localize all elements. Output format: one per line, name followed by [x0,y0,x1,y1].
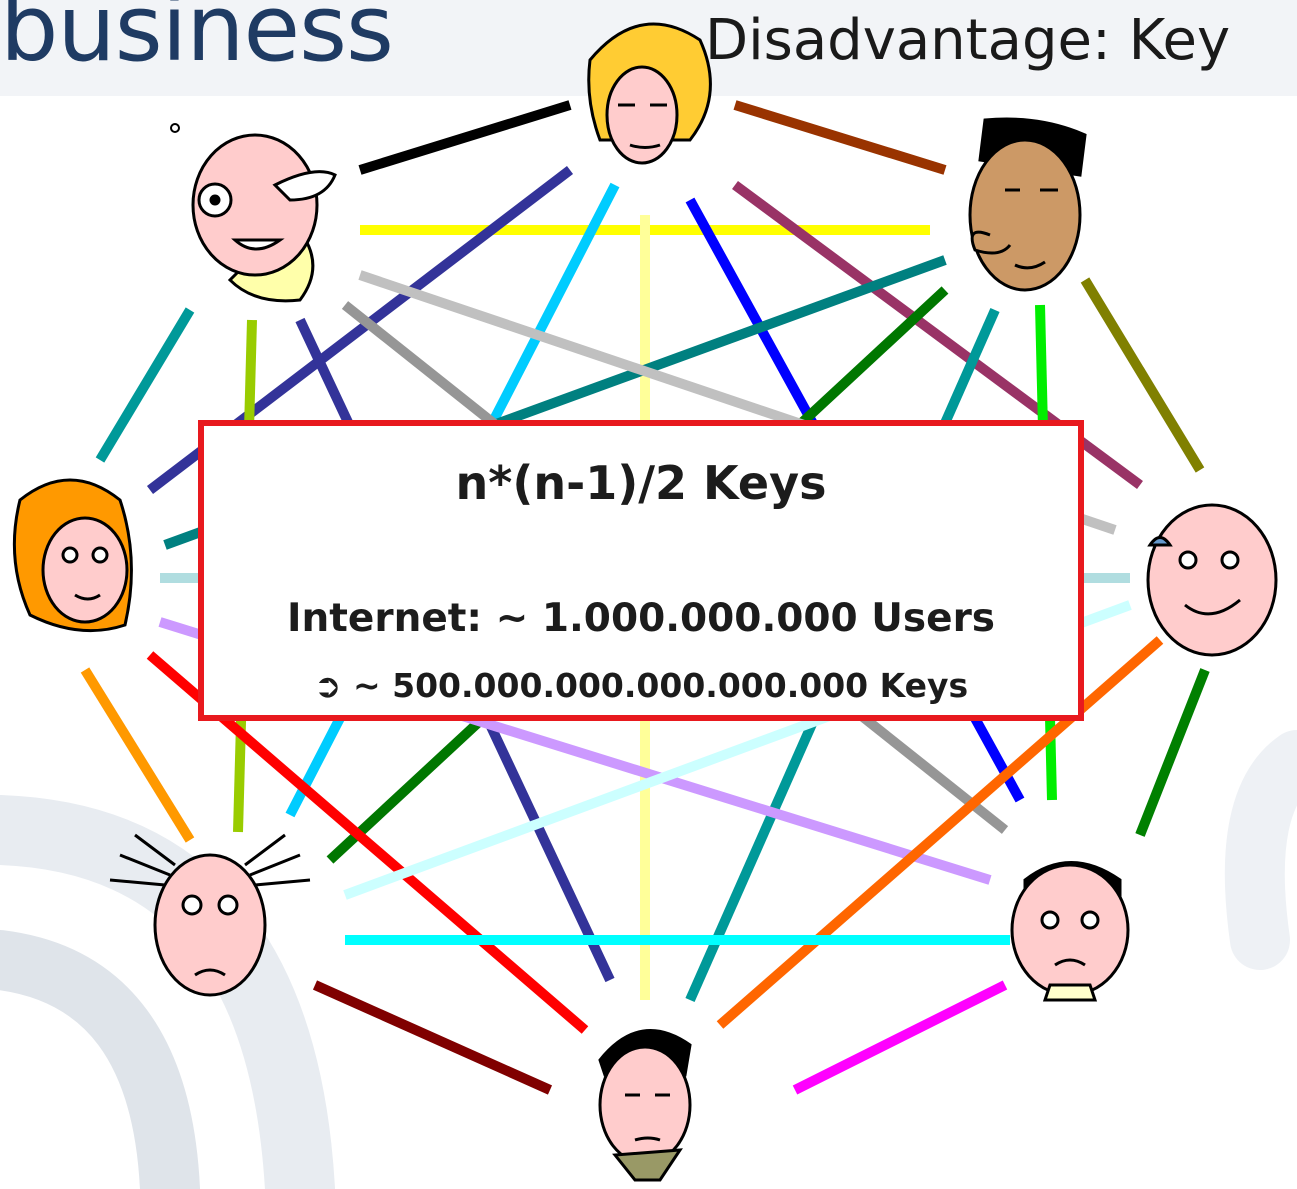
user-face-icon [170,123,337,303]
formula-box: n*(n-1)/2 Keys Internet: ~ 1.000.000.000… [198,420,1084,721]
brand-wordmark: business [0,0,394,82]
user-face-icon [587,22,712,165]
required-keys-line: ➲ ~ 500.000.000.000.000.000 Keys [313,666,969,705]
user-face-icon [968,117,1087,292]
user-face-icon [598,1029,692,1182]
user-face-icon [1146,503,1278,657]
internet-users-line: Internet: ~ 1.000.000.000 Users [286,596,996,641]
connection-line [792,980,1008,1095]
connection-line [95,307,195,463]
user-faces [12,22,1278,1182]
connection-line [1080,277,1205,473]
connection-line [80,667,195,843]
user-face-icon [1010,861,1130,1002]
connection-line [358,100,572,175]
connection-line [733,100,947,175]
user-face-icon [109,833,311,997]
slide-title: Disadvantage: Key [705,8,1231,73]
connection-line [312,980,553,1095]
user-face-icon [12,478,133,633]
key-count-formula: n*(n-1)/2 Keys [455,456,827,510]
connection-line [716,636,1164,1029]
connection-line [1135,668,1210,837]
